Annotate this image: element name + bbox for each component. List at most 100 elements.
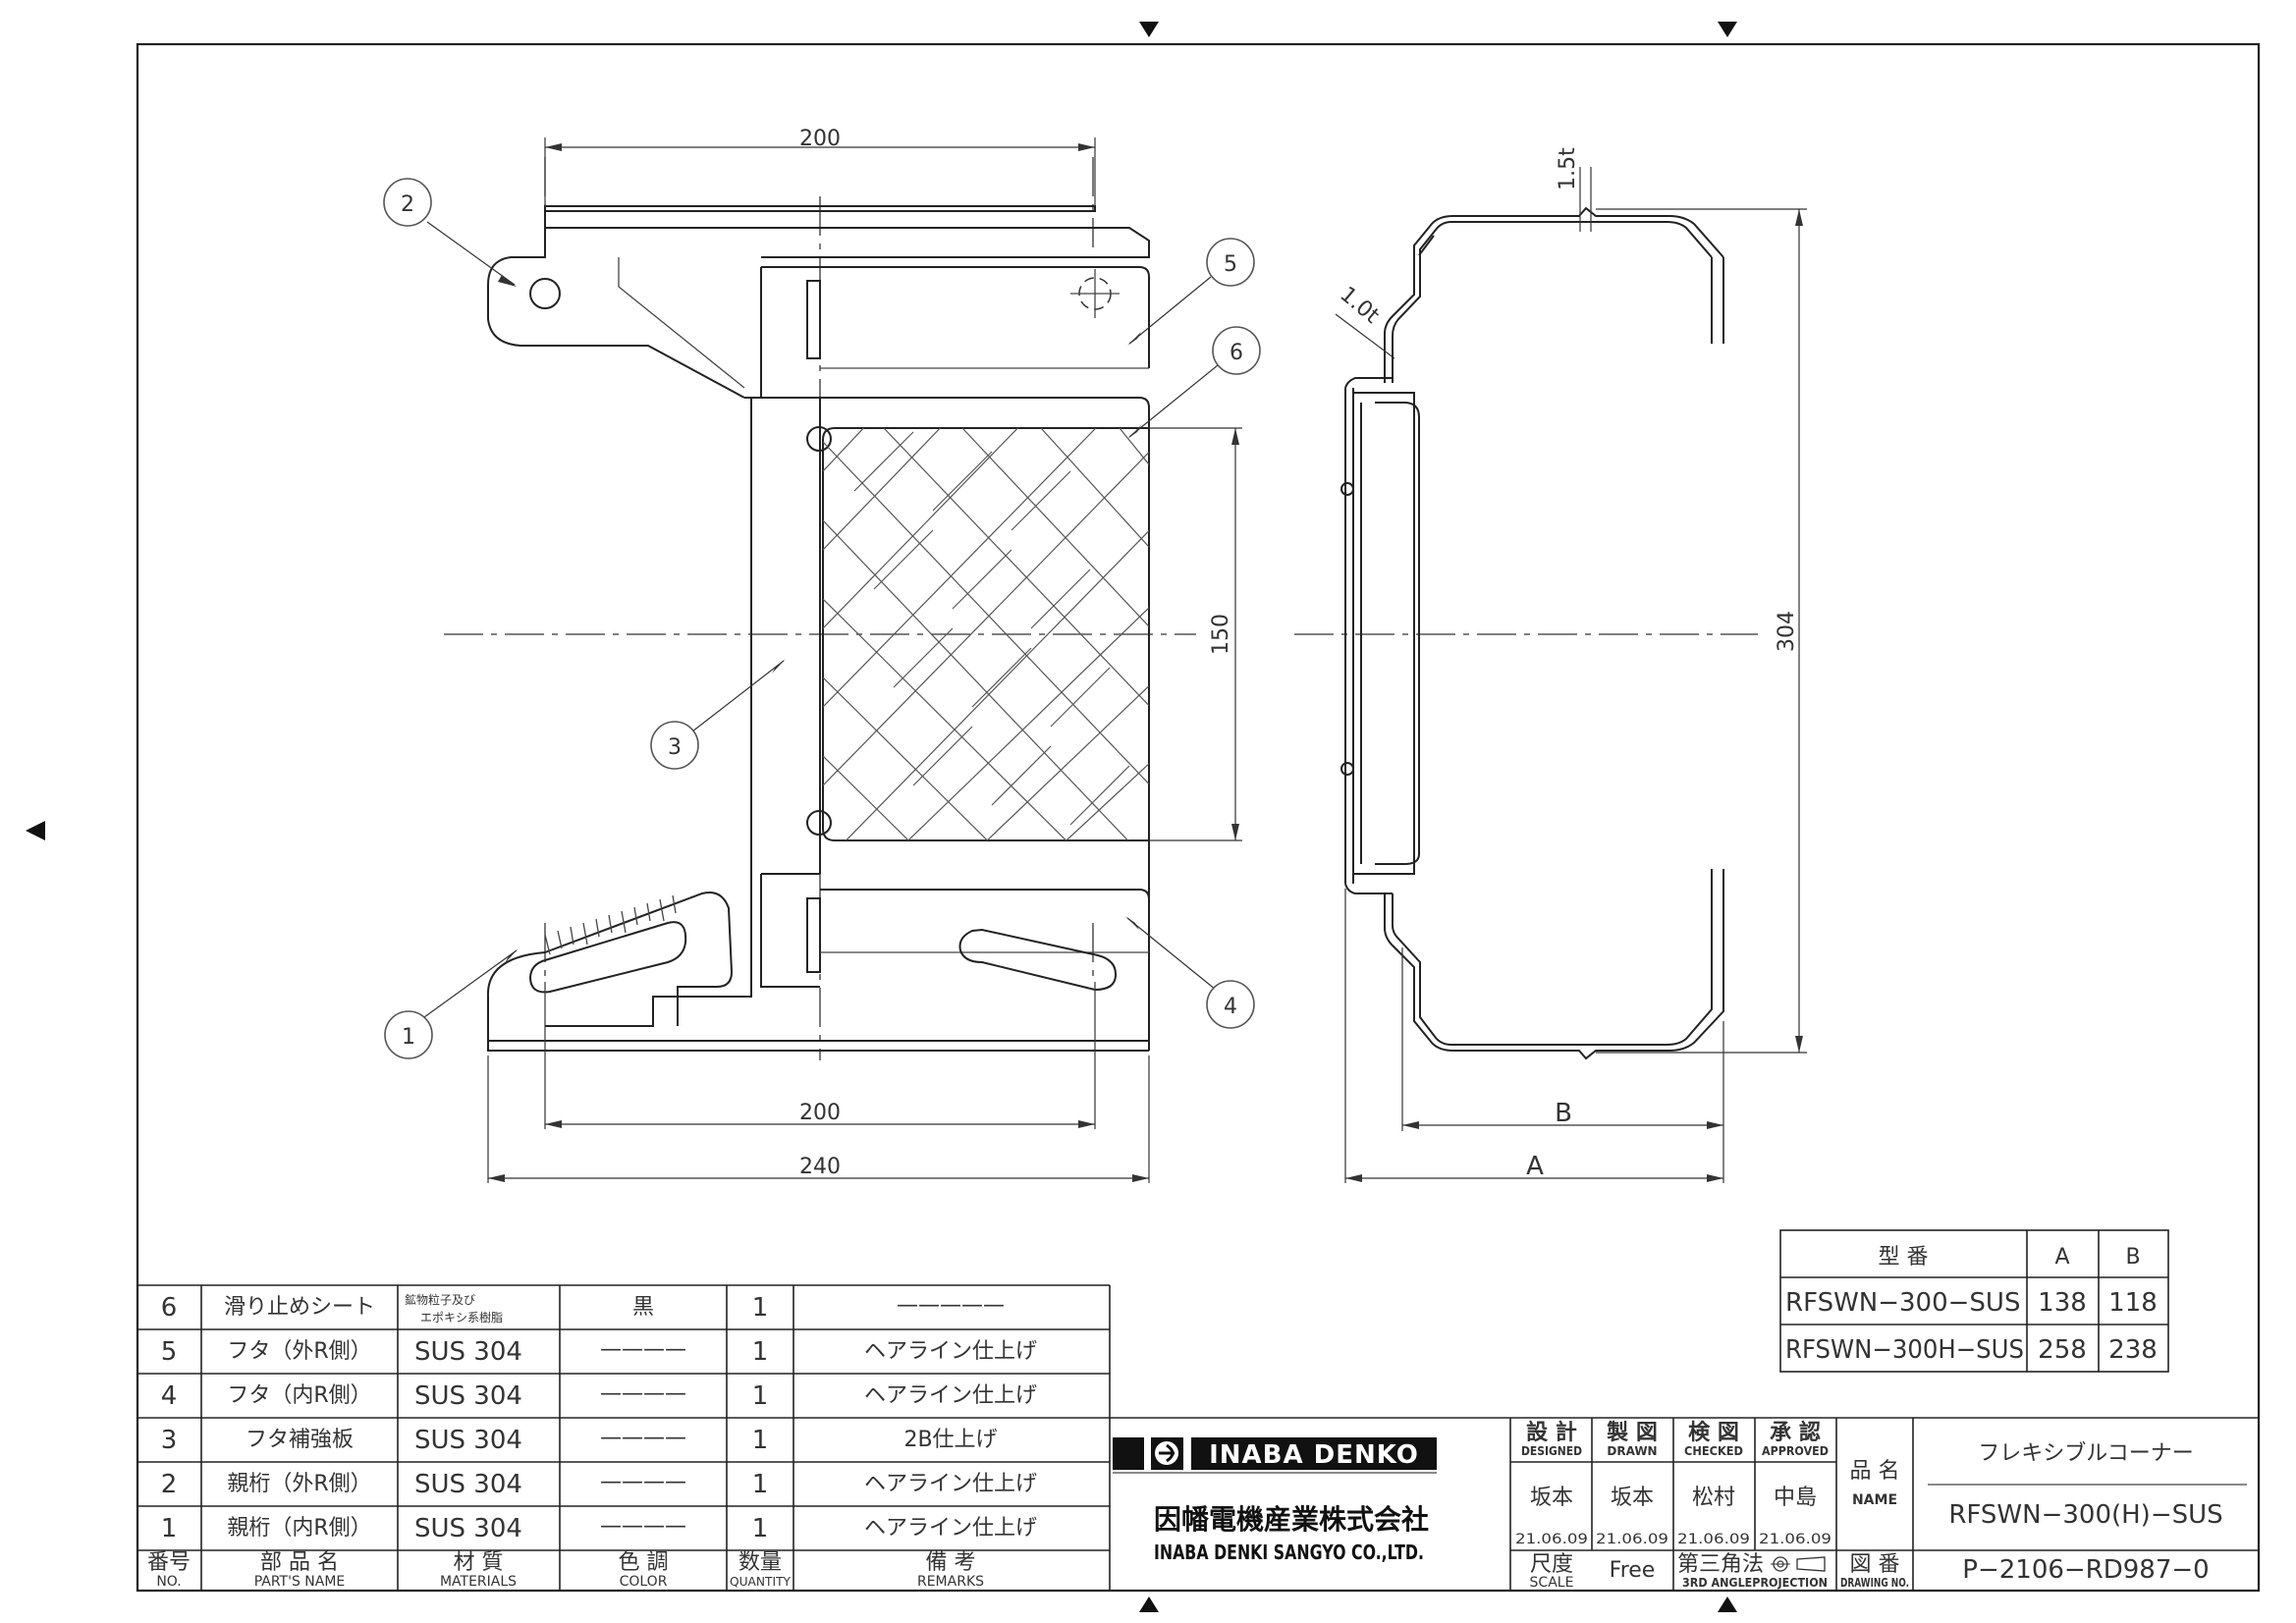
- dim-thickness-top: 1.5t: [1556, 147, 1580, 190]
- header-qty-en: QUANTITY: [730, 1575, 792, 1589]
- top-center-mark-right: [1718, 22, 1737, 37]
- drawing-no-label-jp: 図 番: [1850, 1552, 1900, 1577]
- part-4-color: ————: [600, 1381, 686, 1406]
- name-label-jp: 品 名: [1850, 1459, 1900, 1484]
- role-checked-en: CHECKED: [1684, 1444, 1743, 1458]
- part-6-remarks: —————: [897, 1293, 1005, 1318]
- part-2-no: 2: [161, 1470, 178, 1499]
- projection-jp: 第三角法: [1677, 1552, 1764, 1577]
- part-4-no: 4: [161, 1381, 178, 1411]
- header-remarks-jp: 備 考: [926, 1550, 976, 1575]
- drawing-border: [136, 42, 2261, 1593]
- header-color-en: COLOR: [620, 1574, 668, 1590]
- part-2-color: ————: [600, 1470, 686, 1494]
- part-3-color: ————: [600, 1426, 686, 1450]
- model-row1-a: 138: [2038, 1288, 2087, 1318]
- header-name-en: PART'S NAME: [254, 1574, 346, 1590]
- balloon-3: 3: [668, 735, 682, 760]
- title-block: INABA DENKO 因幡電機産業株式会社 INABA DENKI SANGY…: [1110, 1417, 2259, 1591]
- balloon-6: 6: [1230, 341, 1243, 365]
- header-color-jp: 色 調: [619, 1550, 669, 1575]
- role-approved-jp: 承 認: [1770, 1420, 1821, 1445]
- company-name-jp: 因幡電機産業株式会社: [1154, 1503, 1429, 1536]
- model-header-model: 型 番: [1879, 1245, 1929, 1270]
- header-qty-jp: 数量: [738, 1550, 782, 1575]
- header-material-jp: 材 質: [454, 1550, 504, 1575]
- part-5-material: SUS 304: [414, 1337, 522, 1367]
- scale-label-jp: 尺度: [1530, 1552, 1573, 1577]
- scale-label-en: SCALE: [1530, 1575, 1574, 1591]
- role-approved-date: 21.06.09: [1759, 1532, 1831, 1547]
- part-3-remarks: 2B仕上げ: [903, 1428, 997, 1452]
- model-row2-name: RFSWN−300H−SUS: [1785, 1335, 2024, 1365]
- front-view: 200 200 240 150 2 5 6: [383, 127, 1261, 1183]
- part-6-material-1: 鉱物粒子及び: [405, 1292, 475, 1307]
- header-remarks-en: REMARKS: [917, 1574, 984, 1590]
- role-checked-jp: 検 図: [1688, 1421, 1739, 1445]
- drawing-number: P−2106−RD987−0: [1962, 1555, 2209, 1585]
- part-6-name: 滑り止めシート: [224, 1295, 375, 1320]
- role-designed-name: 坂本: [1530, 1486, 1573, 1510]
- part-1-no: 1: [161, 1514, 178, 1543]
- part-3-no: 3: [161, 1426, 178, 1455]
- role-checked-name: 松村: [1692, 1486, 1735, 1510]
- dim-thickness-side: 1.0t: [1335, 282, 1384, 328]
- role-drawn-date: 21.06.09: [1596, 1532, 1668, 1547]
- part-3-qty: 1: [752, 1426, 769, 1455]
- header-material-en: MATERIALS: [440, 1574, 517, 1590]
- third-angle-projection-icon: [1771, 1556, 1826, 1572]
- model-table: 型 番 A B RFSWN−300−SUS 138 118 RFSWN−300H…: [1779, 1229, 2169, 1373]
- role-checked-date: 21.06.09: [1677, 1532, 1750, 1547]
- part-1-remarks: ヘアライン仕上げ: [864, 1516, 1037, 1541]
- model-header-a: A: [2054, 1245, 2069, 1270]
- part-5-qty: 1: [752, 1337, 769, 1367]
- top-center-mark-left: [1139, 22, 1159, 37]
- drawing-no-label-en: DRAWING NO.: [1840, 1576, 1909, 1590]
- brand-name: INABA DENKO: [1209, 1440, 1419, 1470]
- header-no-jp: 番号: [147, 1550, 191, 1575]
- role-designed-jp: 設 計: [1526, 1420, 1577, 1445]
- part-2-name: 親桁（外R側）: [227, 1472, 371, 1496]
- part-6-material-2: エポキシ系樹脂: [420, 1310, 503, 1325]
- model-row2-b: 238: [2108, 1335, 2158, 1365]
- product-name: フレキシブルコーナー: [1978, 1441, 2194, 1466]
- balloon-4: 4: [1224, 995, 1237, 1019]
- left-center-mark: [26, 821, 45, 840]
- part-4-material: SUS 304: [414, 1381, 522, 1411]
- part-2-remarks: ヘアライン仕上げ: [864, 1472, 1037, 1496]
- name-label-en: NAME: [1852, 1492, 1897, 1508]
- part-4-name: フタ（内R側）: [227, 1383, 371, 1408]
- bottom-center-mark-left: [1139, 1596, 1159, 1612]
- side-view: 1.5t 1.0t 304 B A: [1294, 147, 1807, 1183]
- part-1-name: 親桁（内R側）: [227, 1516, 371, 1541]
- part-6-qty: 1: [752, 1293, 769, 1323]
- part-1-color: ————: [600, 1514, 686, 1539]
- model-header-b: B: [2125, 1245, 2140, 1270]
- balloon-5: 5: [1224, 252, 1237, 277]
- dim-b: B: [1555, 1099, 1572, 1128]
- company-name-en: INABA DENKI SANGYO CO.,LTD.: [1154, 1541, 1424, 1564]
- balloon-1: 1: [402, 1025, 415, 1050]
- part-2-qty: 1: [752, 1470, 769, 1499]
- role-drawn-name: 坂本: [1611, 1486, 1654, 1510]
- parts-list: 6 滑り止めシート 鉱物粒子及び エポキシ系樹脂 黒 1 ————— 5 フタ（…: [137, 1284, 1111, 1591]
- dim-150: 150: [1209, 614, 1233, 655]
- part-4-remarks: ヘアライン仕上げ: [864, 1383, 1037, 1408]
- header-no-en: NO.: [156, 1574, 181, 1590]
- part-6-no: 6: [161, 1293, 178, 1323]
- model-row1-b: 118: [2108, 1288, 2158, 1318]
- model-row1-name: RFSWN−300−SUS: [1785, 1288, 2020, 1318]
- angle-scale-ticks: [544, 894, 677, 955]
- brand-logo-bar: [1113, 1437, 1144, 1470]
- role-drawn-en: DRAWN: [1607, 1444, 1657, 1458]
- product-code: RFSWN−300(H)−SUS: [1948, 1500, 2222, 1530]
- part-3-material: SUS 304: [414, 1426, 522, 1455]
- bottom-center-mark-right: [1718, 1596, 1737, 1612]
- part-2-material: SUS 304: [414, 1470, 522, 1499]
- header-name-jp: 部 品 名: [260, 1550, 339, 1575]
- anti-slip-hatch: [823, 428, 1149, 840]
- role-designed-date: 21.06.09: [1515, 1532, 1588, 1547]
- role-drawn-jp: 製 図: [1606, 1420, 1658, 1445]
- model-row2-a: 258: [2038, 1335, 2087, 1365]
